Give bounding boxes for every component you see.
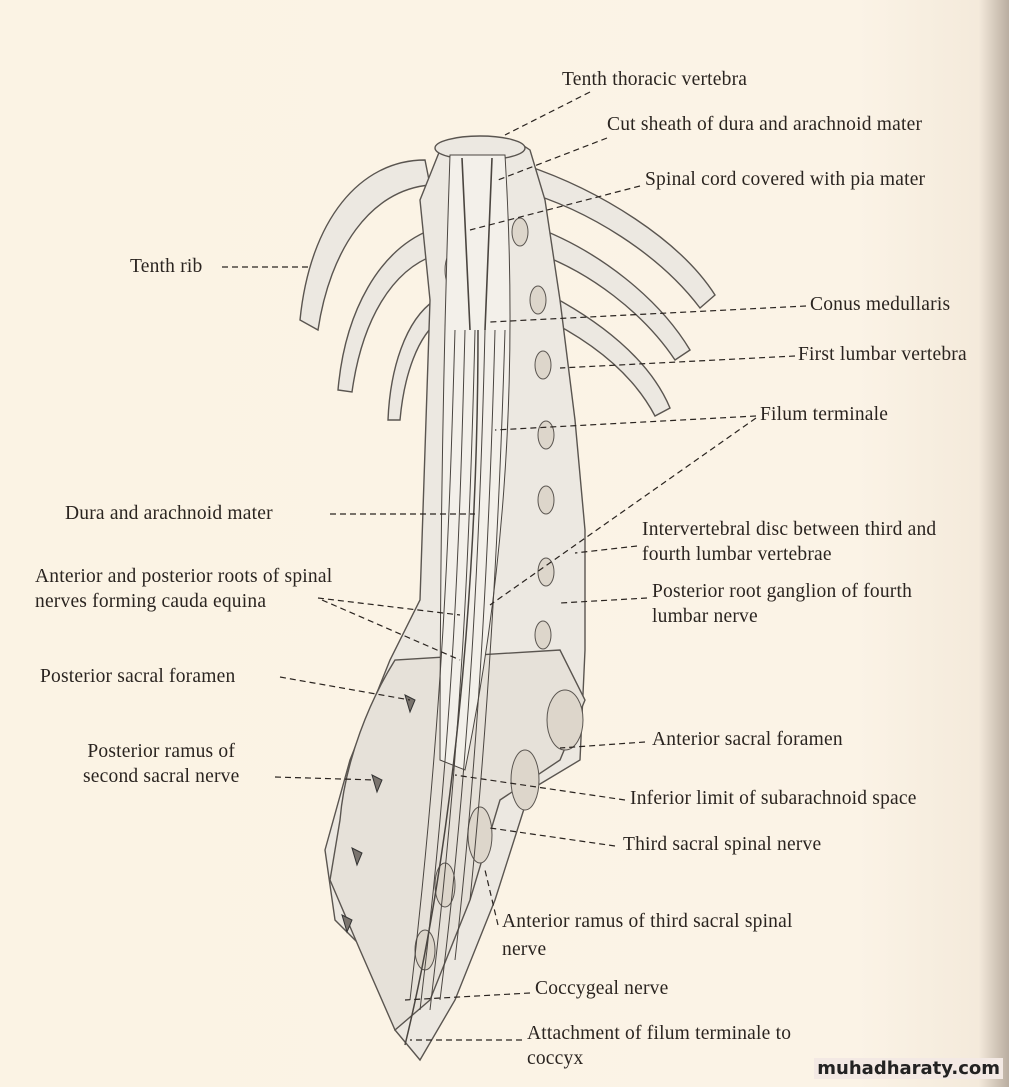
label-posterior-ramus: Posterior ramus of second sacral nerve [83,739,239,789]
label-cut-sheath: Cut sheath of dura and arachnoid mater [607,114,923,135]
label-spinal-cord: Spinal cord covered with pia mater [645,169,926,190]
label-tenth-rib: Tenth rib [130,256,203,277]
label-coccygeal-nerve: Coccygeal nerve [535,978,669,999]
label-cauda-equina: Anterior and posterior roots of spinal n… [35,564,332,614]
dural-sheath [439,154,511,771]
label-third-sacral-nerve: Third sacral spinal nerve [623,834,822,855]
label-line: lumbar nerve [652,606,758,627]
label-line: Attachment of filum terminale to [527,1023,792,1044]
label-line: nerve [502,939,547,960]
label-line: Anterior and posterior roots of spinal [35,566,333,587]
label-root-ganglion: Posterior root ganglion of fourth lumbar… [652,579,912,629]
rib-left-3 [387,298,441,421]
label-anterior-ramus: Anterior ramus of third sacral spinal ne… [502,908,793,964]
watermark: muhadharaty.com [814,1058,1003,1079]
label-tenth-thoracic-vertebra: Tenth thoracic vertebra [562,69,748,90]
leader-lines [222,91,807,1041]
rib-left-2 [337,229,436,393]
rib-left-1 [299,159,431,332]
label-filum-terminale: Filum terminale [760,404,889,425]
label-first-lumbar-vertebra: First lumbar vertebra [798,344,967,365]
label-intervertebral-disc: Intervertebral disc between third and fo… [642,517,936,567]
label-attachment: Attachment of filum terminale to coccyx [527,1021,791,1071]
label-line: fourth lumbar vertebrae [642,544,832,565]
label-line: second sacral nerve [83,766,240,787]
label-conus-medullaris: Conus medullaris [810,294,951,315]
label-line: Intervertebral disc between third and [642,519,937,540]
label-line: Posterior root ganglion of fourth [652,581,913,602]
rib-right-2 [527,224,691,361]
label-line: Posterior ramus of [87,741,236,762]
label-line: Anterior ramus of third sacral spinal [502,911,793,932]
label-line: coccyx [527,1048,584,1069]
label-inferior-limit: Inferior limit of subarachnoid space [630,788,917,809]
label-posterior-sacral-foramen: Posterior sacral foramen [40,666,236,687]
rib-right-3 [537,288,671,417]
label-dura-arachnoid: Dura and arachnoid mater [65,503,273,524]
label-line: nerves forming cauda equina [35,591,267,612]
label-anterior-sacral-foramen: Anterior sacral foramen [652,729,843,750]
